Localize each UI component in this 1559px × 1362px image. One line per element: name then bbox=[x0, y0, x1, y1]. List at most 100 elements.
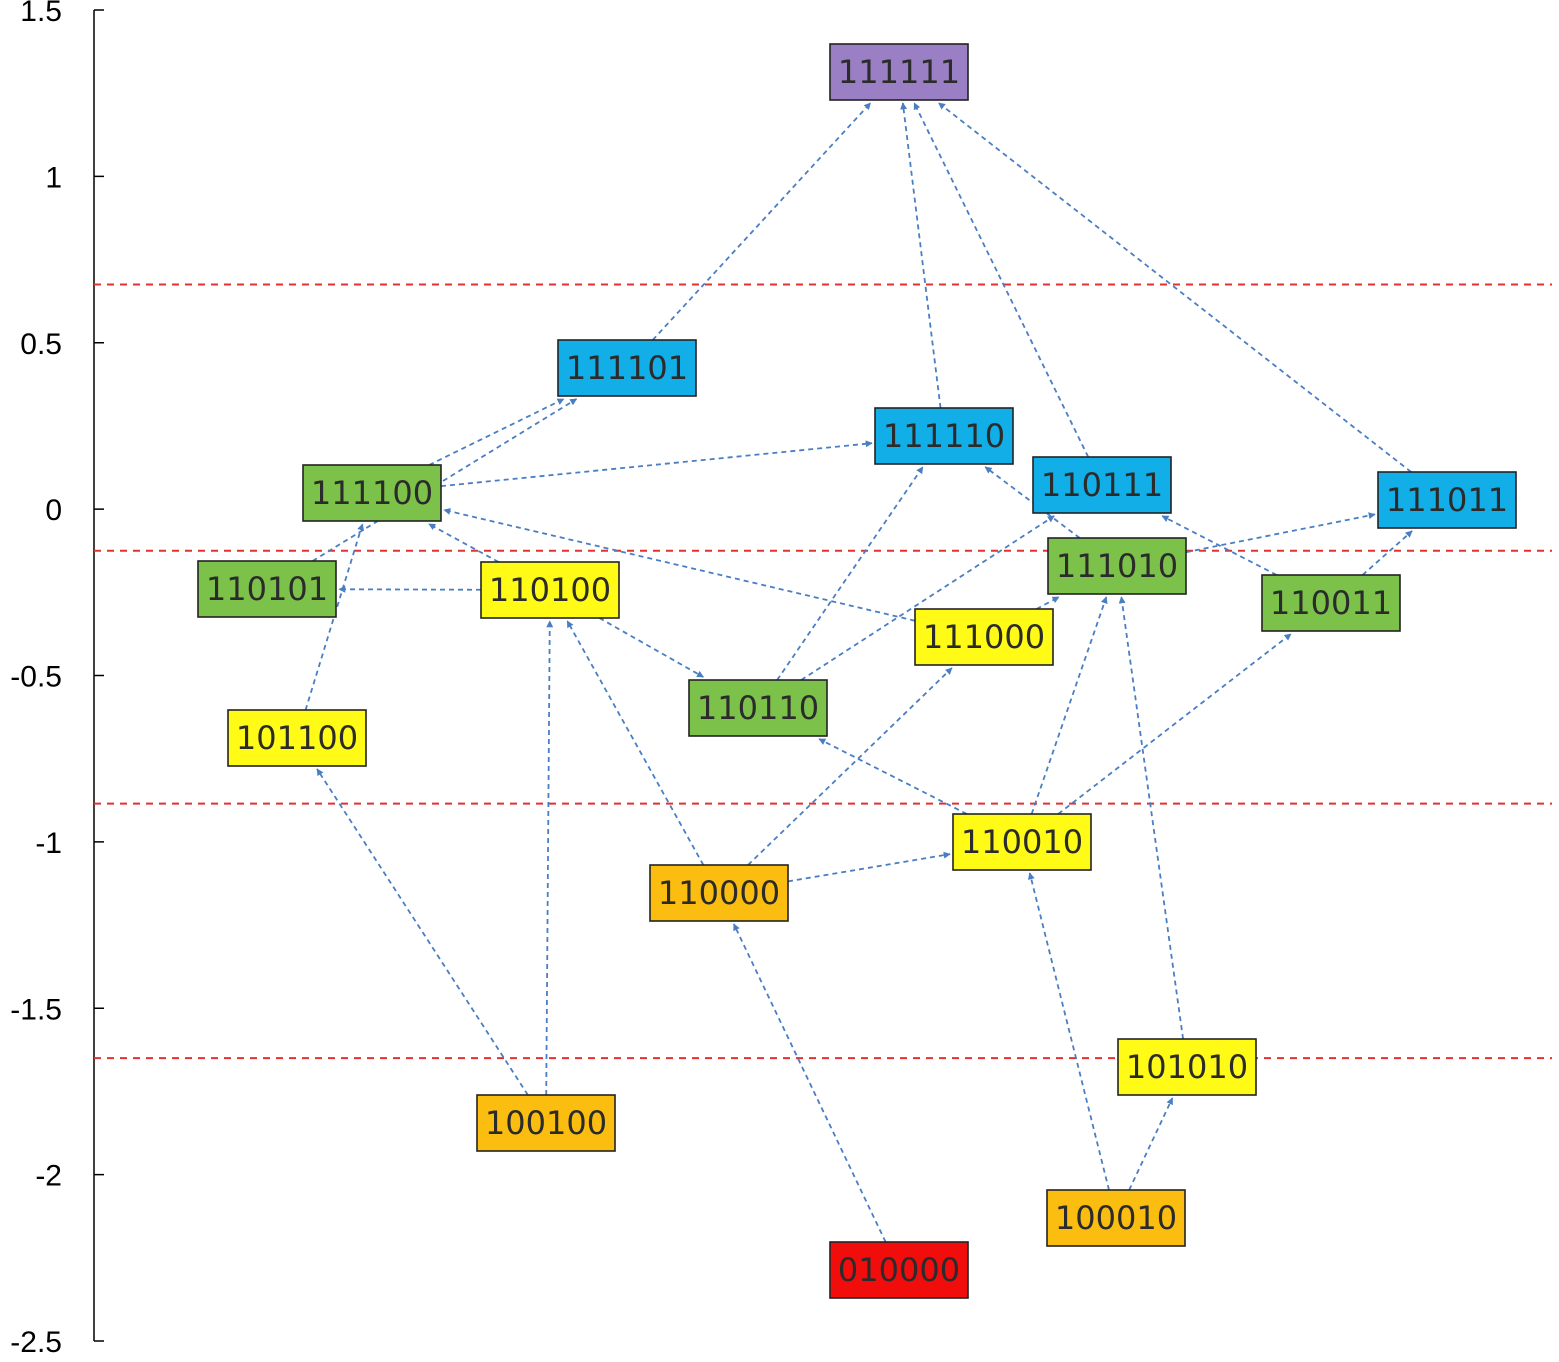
y-tick-label: 0.5 bbox=[20, 328, 62, 361]
node-box bbox=[688, 679, 828, 737]
arrow-110010-to-110011 bbox=[1057, 633, 1292, 815]
node-box bbox=[557, 339, 697, 397]
state-nodes: 111111 111101 111110 110111 111011 111100 1101… bbox=[197, 43, 1517, 1299]
arrow-110101-to-111101 bbox=[312, 398, 578, 562]
y-tick-label: 1.5 bbox=[20, 0, 62, 28]
node-label: 111011 bbox=[1386, 481, 1508, 519]
node-box bbox=[197, 560, 337, 618]
state-node-110010: 110010 bbox=[952, 813, 1092, 871]
arrow-111110-to-111111 bbox=[900, 102, 942, 409]
node-label: 111111 bbox=[838, 53, 960, 91]
node-box bbox=[227, 709, 367, 767]
state-node-111110: 111110 bbox=[874, 407, 1014, 465]
node-box bbox=[829, 43, 969, 101]
arrow-110011-to-110111 bbox=[1161, 515, 1278, 576]
state-node-111000: 111000 bbox=[914, 608, 1054, 666]
arrow-100100-to-101100 bbox=[316, 768, 529, 1096]
arrow-101100-to-111100 bbox=[304, 523, 365, 711]
node-label: 110101 bbox=[206, 570, 328, 608]
arrow-110000-to-110010 bbox=[787, 851, 951, 883]
node-label: 100010 bbox=[1055, 1199, 1177, 1237]
arrow-101010-to-111010 bbox=[1118, 596, 1184, 1040]
node-label: 111010 bbox=[1056, 547, 1178, 585]
arrow-110100-to-111100 bbox=[428, 523, 500, 563]
y-tick-label: -0.5 bbox=[10, 661, 62, 694]
state-node-110110: 110110 bbox=[688, 679, 828, 737]
state-node-101100: 101100 bbox=[227, 709, 367, 767]
node-label: 110000 bbox=[658, 874, 780, 912]
state-node-111111: 111111 bbox=[829, 43, 969, 101]
state-node-110111: 110111 bbox=[1032, 456, 1172, 514]
y-axis: 1.5 1 0.5 0 -0.5 -1 -1.5 -2 -2.5 bbox=[10, 0, 104, 1359]
arrow-110010-to-110110 bbox=[818, 738, 968, 815]
node-box bbox=[480, 561, 620, 619]
node-label: 100100 bbox=[485, 1104, 607, 1142]
state-node-111101: 111101 bbox=[557, 339, 697, 397]
node-label: 101100 bbox=[236, 719, 358, 757]
node-box bbox=[829, 1241, 969, 1299]
arrow-111100-to-111110 bbox=[440, 440, 873, 488]
y-tick-label: -1 bbox=[35, 827, 62, 860]
node-box bbox=[914, 608, 1054, 666]
node-label: 111110 bbox=[883, 417, 1005, 455]
node-label: 110010 bbox=[961, 823, 1083, 861]
state-node-110100: 110100 bbox=[480, 561, 620, 619]
arrow-110000-to-111000 bbox=[747, 667, 953, 866]
node-box bbox=[1261, 574, 1401, 632]
state-node-100010: 100010 bbox=[1046, 1189, 1186, 1247]
node-box bbox=[1117, 1038, 1257, 1096]
node-box bbox=[649, 864, 789, 922]
arrow-110111-to-111111 bbox=[913, 102, 1090, 458]
state-node-100100: 100100 bbox=[476, 1094, 616, 1152]
arrow-111010-to-111110 bbox=[984, 466, 1081, 539]
state-node-110000: 110000 bbox=[649, 864, 789, 922]
arrow-110011-to-111011 bbox=[1361, 530, 1413, 576]
node-label: 010000 bbox=[838, 1251, 960, 1289]
y-tick-label: -1.5 bbox=[10, 993, 62, 1026]
node-box bbox=[874, 407, 1014, 465]
arrow-100010-to-110010 bbox=[1027, 872, 1110, 1191]
arrow-110010-to-111010 bbox=[1030, 596, 1108, 815]
state-node-111010: 111010 bbox=[1047, 537, 1187, 595]
node-label: 101010 bbox=[1126, 1048, 1248, 1086]
node-label: 110100 bbox=[489, 571, 611, 609]
arrow-111000-to-111010 bbox=[1036, 596, 1060, 610]
arrow-100100-to-110100 bbox=[545, 620, 554, 1096]
transition-arrows bbox=[304, 102, 1413, 1243]
arrow-110100-to-110110 bbox=[598, 617, 704, 678]
arrow-111010-to-111011 bbox=[1185, 512, 1376, 554]
node-label: 111000 bbox=[923, 618, 1045, 656]
arrow-010000-to-110000 bbox=[732, 923, 887, 1243]
node-box bbox=[302, 464, 442, 522]
arrow-110110-to-111110 bbox=[776, 466, 924, 681]
state-node-110011: 110011 bbox=[1261, 574, 1401, 632]
state-node-111011: 111011 bbox=[1377, 471, 1517, 529]
node-label: 110111 bbox=[1041, 466, 1163, 504]
arrow-111011-to-111111 bbox=[938, 102, 1412, 473]
node-label: 110011 bbox=[1270, 584, 1392, 622]
node-box bbox=[1047, 537, 1187, 595]
y-tick-label: -2 bbox=[35, 1160, 62, 1193]
arrow-110000-to-110100 bbox=[566, 620, 705, 866]
node-box bbox=[1377, 471, 1517, 529]
arrow-111100-to-111101 bbox=[428, 398, 565, 466]
y-tick-label: -2.5 bbox=[10, 1326, 62, 1359]
y-tick-label: 1 bbox=[45, 161, 62, 194]
node-box bbox=[1032, 456, 1172, 514]
arrow-100010-to-101010 bbox=[1128, 1097, 1174, 1191]
arrow-110100-to-110101 bbox=[338, 585, 482, 593]
node-box bbox=[1046, 1189, 1186, 1247]
node-label: 110110 bbox=[697, 689, 819, 727]
state-node-110101: 110101 bbox=[197, 560, 337, 618]
node-box bbox=[476, 1094, 616, 1152]
y-tick-label: 0 bbox=[45, 494, 62, 527]
state-node-010000: 010000 bbox=[829, 1241, 969, 1299]
state-node-111100: 111100 bbox=[302, 464, 442, 522]
node-box bbox=[952, 813, 1092, 871]
threshold-lines bbox=[94, 283, 1552, 1060]
node-label: 111101 bbox=[566, 349, 688, 387]
node-label: 111100 bbox=[311, 474, 433, 512]
arrow-111101-to-111111 bbox=[652, 102, 872, 341]
state-node-101010: 101010 bbox=[1117, 1038, 1257, 1096]
